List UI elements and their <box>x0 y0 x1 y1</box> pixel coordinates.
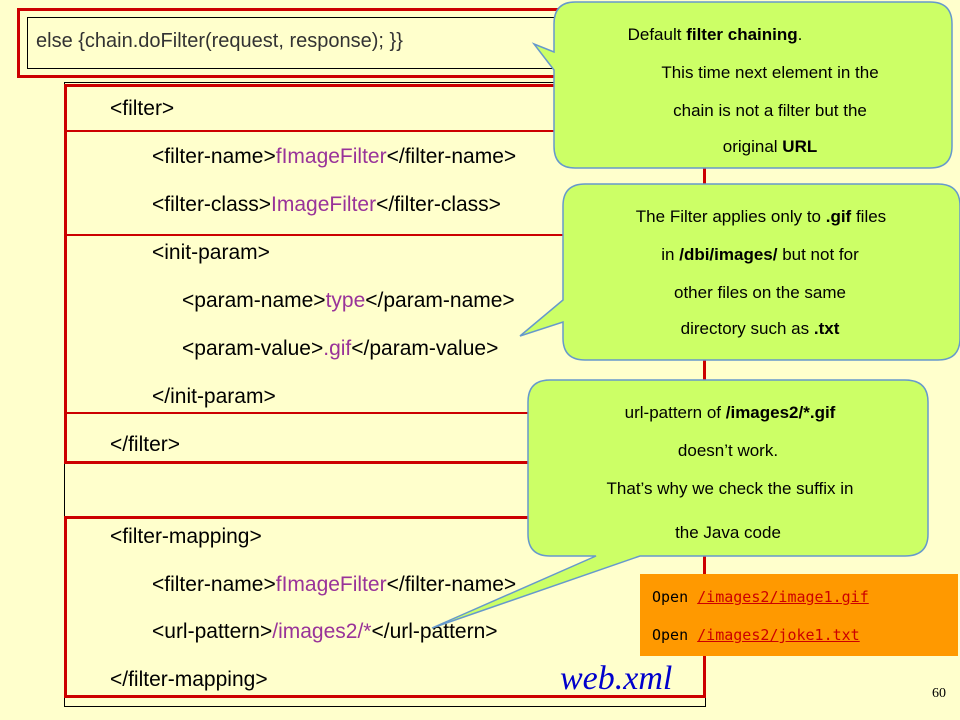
init-param-open-tag: <init-param> <box>152 241 270 264</box>
open-link-row-2: Open /images2/joke1.txt <box>652 626 860 644</box>
param-value-open: <param-value> <box>182 337 324 360</box>
filter-class-line: <filter-class>ImageFilter</filter-class> <box>152 193 501 217</box>
filter-name-close: </filter-name> <box>386 145 517 168</box>
callout-1-line-2: This time next element in the <box>661 63 879 82</box>
filter-name-value: fImageFilter <box>275 145 387 168</box>
callout-3-line-1: url-pattern of /images2/*.gif <box>624 403 836 422</box>
callout-3-line-3: That’s why we check the suffix in <box>606 479 854 498</box>
filter-name-line: <filter-name>fImageFilter</filter-name> <box>152 145 516 169</box>
link-image1-gif[interactable]: /images2/image1.gif <box>697 588 869 606</box>
param-value-close: </param-value> <box>351 337 499 360</box>
filter-mapping-open-tag: <filter-mapping> <box>110 525 262 548</box>
filter-mapping-close-tag: </filter-mapping> <box>110 668 268 691</box>
url-pattern-open: <url-pattern> <box>152 620 273 643</box>
filter-class-open: <filter-class> <box>152 193 272 216</box>
callout-2-bubble <box>519 183 960 361</box>
callout-2-line-3: other files on the same <box>674 283 846 302</box>
webxml-label: web.xml <box>560 660 673 697</box>
page-number: 60 <box>932 686 946 701</box>
callout-3-line-2: doesn’t work. <box>677 441 779 460</box>
url-pattern-line: <url-pattern>/images2/*</url-pattern> <box>152 620 498 644</box>
open-links-box <box>640 574 958 656</box>
url-pattern-value: /images2/* <box>272 620 372 643</box>
filter-name-open: <filter-name> <box>152 145 276 168</box>
init-param-close-tag: </init-param> <box>152 385 276 408</box>
param-value-value: .gif <box>323 337 352 360</box>
mapping-filter-name-line: <filter-name>fImageFilter</filter-name> <box>152 573 516 597</box>
param-name-value: type <box>325 289 366 312</box>
open-link-row-1: Open /images2/image1.gif <box>652 588 869 606</box>
filter-open-tag: <filter> <box>110 97 175 120</box>
mapping-filter-name-open: <filter-name> <box>152 573 276 596</box>
open-label-2: Open <box>652 626 689 644</box>
callout-1-line-3: chain is not a filter but the <box>673 101 867 120</box>
mapping-filter-name-close: </filter-name> <box>386 573 517 596</box>
param-value-line: <param-value>.gif</param-value> <box>182 337 498 361</box>
callout-3-bubble <box>431 379 929 629</box>
callout-1-line-4: original URL <box>722 137 818 156</box>
callout-3-line-4: the Java code <box>675 523 781 542</box>
callout-2-line-2: in /dbi/images/ but not for <box>661 245 859 264</box>
url-pattern-close: </url-pattern> <box>371 620 498 643</box>
param-name-open: <param-name> <box>182 289 326 312</box>
param-name-close: </param-name> <box>365 289 515 312</box>
callout-1-bubble <box>531 1 953 169</box>
callout-2-line-4: directory such as .txt <box>680 319 840 338</box>
param-name-line: <param-name>type</param-name> <box>182 289 515 313</box>
callout-2-line-1: The Filter applies only to .gif files <box>635 207 887 226</box>
link-joke1-txt[interactable]: /images2/joke1.txt <box>697 626 860 644</box>
open-label-1: Open <box>652 588 689 606</box>
filter-class-close: </filter-class> <box>376 193 501 216</box>
filter-close-tag: </filter> <box>110 433 181 456</box>
filter-class-value: ImageFilter <box>271 193 377 216</box>
mapping-filter-name-value: fImageFilter <box>275 573 387 596</box>
callout-1-line-1: Default filter chaining. <box>627 25 803 44</box>
else-statement: else {chain.doFilter(request, response);… <box>36 30 403 52</box>
